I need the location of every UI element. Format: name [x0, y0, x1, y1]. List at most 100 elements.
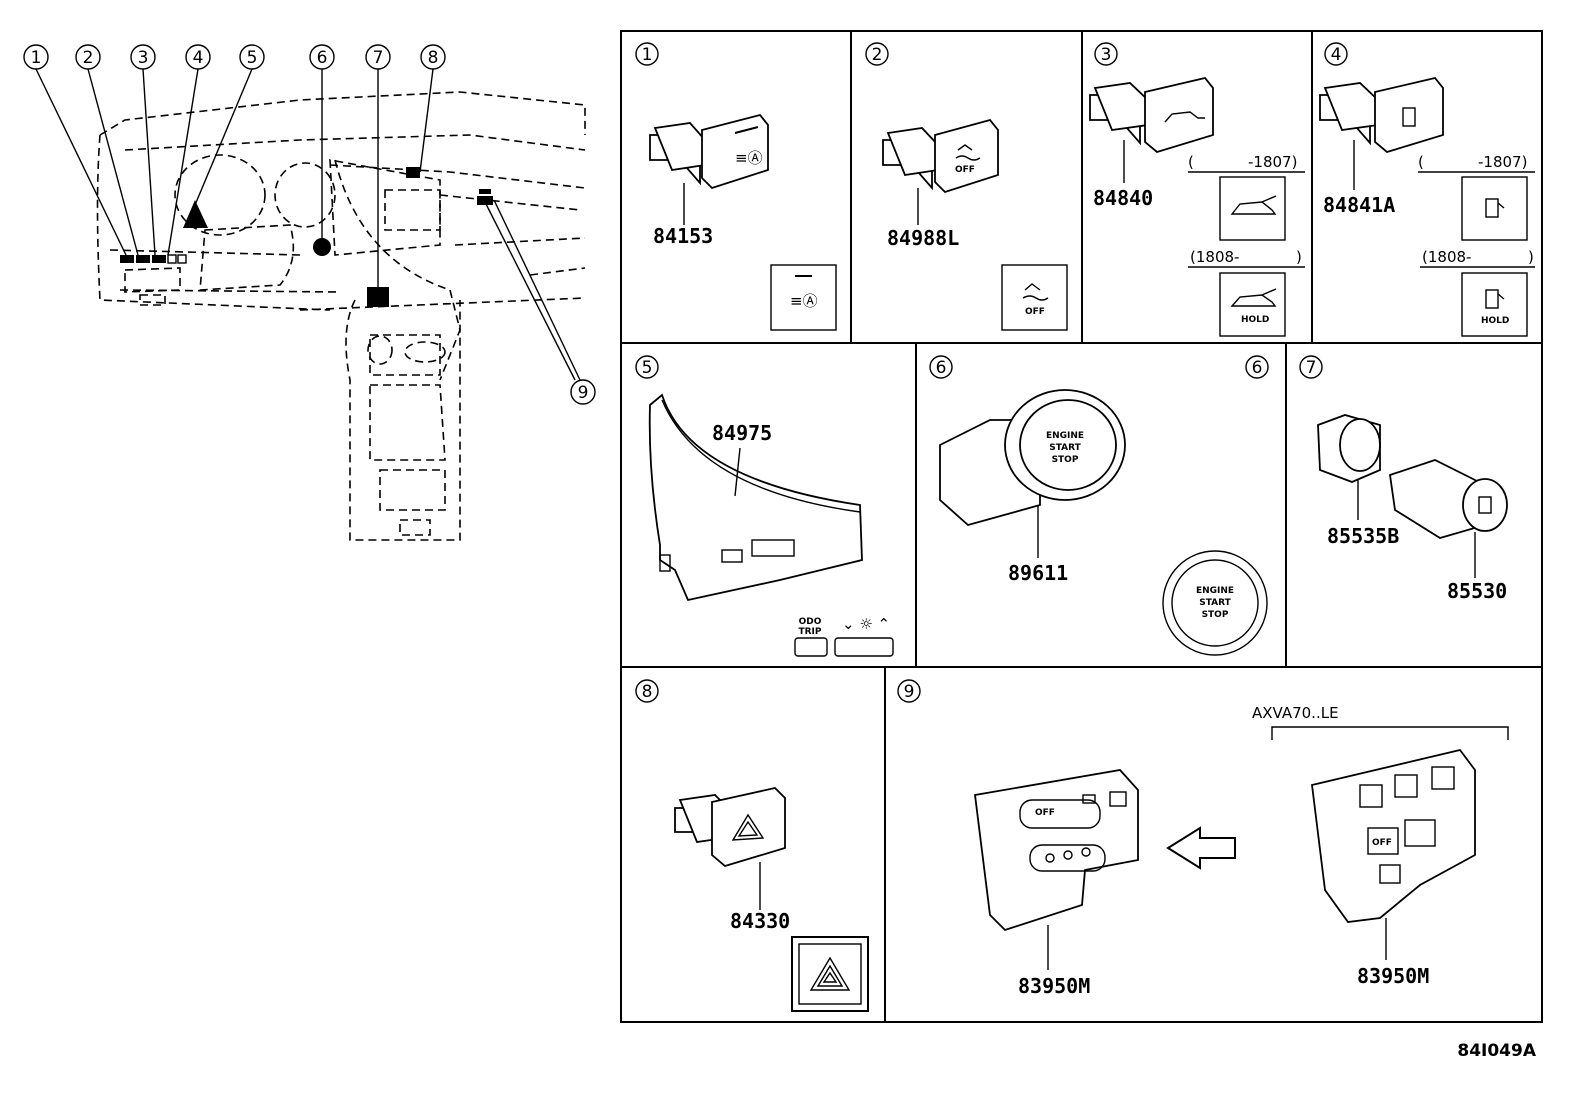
parts-grid [620, 30, 1543, 1023]
svg-text:8: 8 [642, 682, 653, 702]
svg-text:8: 8 [428, 48, 439, 68]
socket-85530-illustration[interactable] [1389, 459, 1508, 539]
leader-lines [35, 68, 581, 381]
switch-markers [120, 167, 493, 307]
svg-text:ODO: ODO [799, 617, 822, 627]
svg-text:6: 6 [317, 48, 328, 68]
svg-text:4: 4 [193, 48, 204, 68]
svg-text:): ) [1296, 248, 1302, 266]
svg-text:HOLD: HOLD [1481, 316, 1509, 326]
svg-text:(1808-: (1808- [1422, 248, 1471, 266]
svg-text:ENGINE: ENGINE [1196, 586, 1234, 596]
diagram-code: 84I049A [1457, 1041, 1536, 1061]
svg-text:STOP: STOP [1202, 610, 1229, 620]
svg-text:ENGINE: ENGINE [1046, 431, 1084, 441]
svg-text:5: 5 [247, 48, 258, 68]
svg-text:6: 6 [936, 358, 947, 378]
headlight-auto-icon: ≡Ⓐ [770, 264, 837, 331]
svg-text:9: 9 [904, 682, 915, 702]
brightness-rocker-button[interactable]: ⌄ ☼ ⌃ [834, 615, 894, 657]
part-number-85530[interactable]: 85530 [1447, 579, 1507, 603]
svg-text:-1807): -1807) [1478, 153, 1527, 171]
part-number-83950M-right[interactable]: 83950M [1357, 964, 1429, 988]
odo-trip-button[interactable]: ODO TRIP [794, 617, 828, 657]
svg-text:HOLD: HOLD [1241, 315, 1269, 325]
callout-2[interactable]: 2 [75, 44, 101, 70]
panel-1: 1 ≡Ⓐ 84153 ≡Ⓐ [635, 42, 837, 331]
switch-assembly-83950M-left-illustration[interactable]: OFF [974, 769, 1139, 932]
hazard-switch-84330-illustration[interactable] [674, 787, 786, 868]
svg-text:OFF: OFF [955, 165, 975, 175]
svg-text:7: 7 [373, 48, 384, 68]
svg-text:7: 7 [1306, 358, 1317, 378]
svg-text:≡Ⓐ: ≡Ⓐ [735, 149, 763, 167]
panel-3: 3 84840 ( -1807) (1808- ) HOLD [1089, 42, 1305, 337]
svg-text:OFF: OFF [1025, 307, 1045, 317]
svg-text:≡Ⓐ: ≡Ⓐ [790, 292, 818, 310]
svg-text:(: ( [1188, 153, 1194, 171]
hazard-icon [791, 936, 869, 1012]
panel-8: 8 84330 [635, 679, 869, 1012]
panel-4: 4 84841A ( -1807) (1808- ) HOLD [1319, 42, 1535, 337]
callout-9[interactable]: 9 [570, 379, 596, 405]
switch-84153-illustration[interactable]: ≡Ⓐ [649, 113, 769, 190]
part-number-84988L[interactable]: 84988L [887, 226, 959, 250]
dashboard-outline [96, 91, 586, 541]
svg-text:OFF: OFF [1035, 808, 1055, 818]
svg-text:START: START [1049, 443, 1081, 453]
switch-84988L-illustration[interactable]: OFF [882, 118, 999, 194]
part-number-85535B[interactable]: 85535B [1327, 524, 1399, 548]
svg-text:1: 1 [31, 48, 42, 68]
svg-text:(1808-: (1808- [1190, 248, 1239, 266]
engine-start-switch-89611-illustration[interactable]: ENGINE START STOP [939, 389, 1126, 526]
panel-7: 7 85535B 85530 [1299, 355, 1508, 603]
svg-text:4: 4 [1331, 45, 1342, 65]
bracket-85535B-illustration[interactable] [1317, 414, 1381, 483]
svg-text:3: 3 [138, 48, 149, 68]
bezel-84975-illustration[interactable] [648, 393, 863, 602]
part-number-84975[interactable]: 84975 [712, 421, 772, 445]
engine-start-stop-icon: ENGINE START STOP [1162, 550, 1268, 656]
part-number-84840[interactable]: 84840 [1093, 186, 1153, 210]
svg-text:-1807): -1807) [1248, 153, 1297, 171]
dashboard-overview: 1 2 3 4 5 6 7 8 [23, 44, 596, 541]
callout-3[interactable]: 3 [130, 44, 156, 70]
part-number-83950M-left[interactable]: 83950M [1018, 974, 1090, 998]
callout-8[interactable]: 8 [420, 44, 446, 70]
traction-off-icon: OFF [1001, 264, 1068, 331]
variant-label: AXVA70..LE [1252, 704, 1339, 722]
trunk-hold-icon: HOLD [1219, 272, 1286, 337]
svg-text:TRIP: TRIP [798, 627, 821, 637]
callout-7[interactable]: 7 [365, 44, 391, 70]
switch-84840-illustration[interactable] [1089, 76, 1214, 154]
svg-text:3: 3 [1101, 45, 1112, 65]
callout-1[interactable]: 1 [23, 44, 49, 70]
callout-4[interactable]: 4 [185, 44, 211, 70]
direction-arrow [1166, 826, 1236, 870]
svg-text:2: 2 [872, 45, 883, 65]
panel-2: 2 OFF 84988L OFF [865, 42, 1068, 331]
trunk-icon-early [1219, 176, 1286, 241]
fuel-door-icon-early [1461, 176, 1528, 241]
svg-text:1: 1 [642, 45, 653, 65]
panel-9: 9 OFF 83950M AXVA70..LE OFF [897, 679, 1509, 998]
svg-text:6: 6 [1252, 358, 1263, 378]
part-number-84841A[interactable]: 84841A [1323, 193, 1395, 217]
svg-text:OFF: OFF [1372, 838, 1392, 848]
part-number-84330[interactable]: 84330 [730, 909, 790, 933]
part-number-89611[interactable]: 89611 [1008, 561, 1068, 585]
panel-5: 5 84975 ODO TRIP ⌄ ☼ ⌃ [635, 355, 894, 657]
switch-assembly-83950M-right-illustration[interactable]: OFF [1311, 748, 1476, 923]
switch-84841A-illustration[interactable] [1319, 76, 1444, 154]
svg-text:9: 9 [578, 383, 589, 403]
fuel-door-hold-icon: HOLD [1461, 272, 1528, 337]
svg-text:START: START [1199, 598, 1231, 608]
panel-6: 6 6 ENGINE START STOP 89611 ENGINE START… [929, 355, 1269, 656]
callout-5[interactable]: 5 [239, 44, 265, 70]
callout-6[interactable]: 6 [309, 44, 335, 70]
part-number-84153[interactable]: 84153 [653, 224, 713, 248]
svg-text:5: 5 [642, 358, 653, 378]
svg-text:STOP: STOP [1052, 455, 1079, 465]
svg-text:⌄ ☼ ⌃: ⌄ ☼ ⌃ [842, 615, 890, 633]
